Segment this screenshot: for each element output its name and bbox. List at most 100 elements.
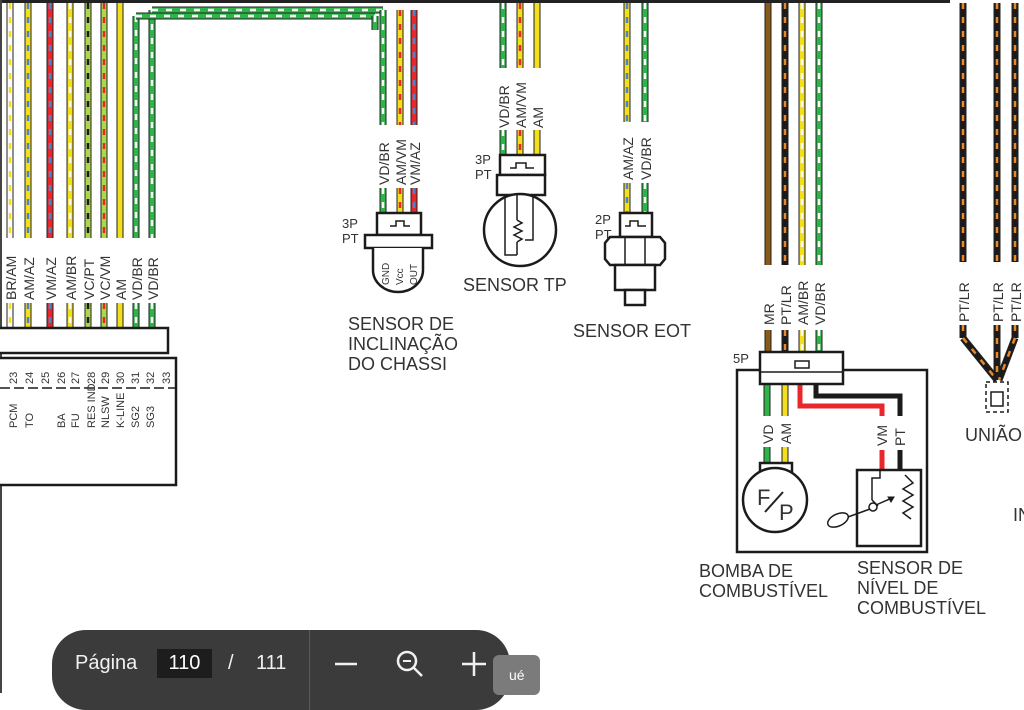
page-top-edge — [0, 0, 950, 3]
tilt-sensor-symbol — [363, 211, 434, 294]
ecm-wire-label: BR/AM — [3, 256, 19, 300]
fuel-level-title: NÍVEL DE — [857, 578, 938, 598]
inner-wire-label: VD — [760, 425, 776, 444]
connector-type: 5P — [733, 351, 749, 366]
fuel-level-title: SENSOR DE — [857, 558, 963, 578]
zoom-in-button[interactable] — [454, 644, 494, 684]
tp-sensor-wire-label: VD/BR — [496, 85, 512, 128]
eot-sensor-title: SENSOR EOT — [573, 321, 691, 341]
ecm-wire-label: VC/PT — [81, 258, 97, 300]
inner-wire-label: PT — [892, 428, 908, 446]
ecm-pin-name: NLSW — [100, 396, 112, 428]
fuel-pump-title: BOMBA DE — [699, 561, 793, 581]
tp-sensor-title: SENSOR TP — [463, 275, 567, 295]
tilt-sensor-wire-label: AM/VM — [393, 139, 409, 185]
ecm-wire-label: AM — [113, 279, 129, 300]
ecm-pin-name: TO — [24, 412, 36, 428]
ecm-pin-name: BA — [56, 413, 68, 428]
zoom-out-button[interactable] — [390, 644, 430, 684]
tilt-sensor-wire-label: VM/AZ — [407, 142, 423, 185]
cut-off-label: IN — [1013, 505, 1024, 525]
ecm-connector — [0, 326, 170, 355]
ecm-pin-number: 27 — [70, 372, 82, 384]
page-separator: / — [228, 652, 234, 674]
minus-icon — [335, 662, 357, 666]
joint-wire-stripe — [962, 337, 998, 381]
ecm-pin-name: RES IND — [86, 383, 98, 428]
tilt-terminal-label: GND — [381, 263, 392, 285]
connector-color: PT — [342, 231, 359, 246]
page-number-input[interactable]: 110 — [157, 649, 212, 678]
fuel-unit-wire-label: PT/LR — [778, 285, 794, 325]
fuel-unit-wire-label: AM/BR — [795, 281, 811, 325]
toolbar-divider — [309, 630, 310, 710]
pump-symbol-p: P — [779, 500, 794, 525]
joint-symbol — [985, 381, 1009, 413]
eot-sensor-wire-label: AM/AZ — [620, 137, 636, 180]
pump-symbol-f: F — [757, 485, 770, 510]
ecm-pin-number: 33 — [161, 372, 173, 384]
zoom-minus-button[interactable] — [326, 644, 366, 684]
ecm-pin-number: 28 — [86, 372, 98, 384]
pdf-page-toolbar: Página 110 / 111 — [52, 630, 510, 710]
tilt-sensor-title: SENSOR DE — [348, 314, 454, 334]
joint-wire-label: PT/LR — [956, 282, 972, 322]
tp-sensor-wire-label: AM — [530, 107, 546, 128]
ecm-wire-label: VD/BR — [129, 257, 145, 300]
connector-type: 2P — [595, 212, 611, 227]
inner-wire-label: AM — [778, 423, 794, 444]
ecm-wire-label: VM/AZ — [43, 257, 59, 300]
level-sensor-wire-black — [813, 384, 903, 470]
inner-wire-label: VM — [874, 425, 890, 446]
ecm-wire-label: VD/BR — [145, 257, 161, 300]
fuel-unit-wire-label: VD/BR — [812, 282, 828, 325]
tilt-sensor-title: INCLINAÇÃO — [348, 333, 458, 354]
tooltip-fragment: ué — [493, 655, 540, 695]
eot-sensor-wire-label: VD/BR — [638, 137, 654, 180]
joint-wire-label: PT/LR — [1008, 282, 1024, 322]
ecm-pin-block — [0, 356, 178, 487]
tp-sensor-wire-label: AM/VM — [513, 82, 529, 128]
ecm-pin-name: K-LINE — [115, 393, 127, 428]
tilt-terminal-label: OUT — [409, 264, 420, 285]
total-pages: 111 — [256, 652, 287, 674]
ecm-pin-number: 25 — [40, 372, 52, 384]
tilt-sensor-title: DO CHASSI — [348, 354, 447, 374]
plus-icon — [462, 652, 486, 676]
ecm-pin-name: SG2 — [130, 406, 142, 428]
pump-symbol-slash — [764, 491, 784, 513]
ecm-pin-name: SG3 — [145, 406, 157, 428]
tilt-sensor-wire-label: VD/BR — [376, 142, 392, 185]
ecm-wire-label: VC/VM — [97, 256, 113, 300]
ecm-pin-number: 30 — [115, 372, 127, 384]
level-sensor-wire-red — [797, 384, 885, 470]
ecm-pin-number: 31 — [130, 372, 142, 384]
connector-type: 3P — [342, 216, 358, 231]
connector-color: PT — [595, 227, 612, 242]
fuel-level-title: COMBUSTÍVEL — [857, 598, 986, 618]
ecm-pin-name: FU — [70, 413, 82, 428]
fuel-unit-wire-label: MR — [761, 303, 777, 325]
joint-title: UNIÃO — [965, 424, 1022, 445]
fuel-pump-title: COMBUSTÍVEL — [699, 581, 828, 601]
connector-color: PT — [475, 167, 492, 182]
wires-layer — [6, 3, 1019, 470]
connector-type: 3P — [475, 152, 491, 167]
ecm-pin-number: 23 — [8, 372, 20, 384]
tooltip-text: ué — [509, 667, 525, 683]
eot-sensor-symbol — [603, 211, 667, 307]
tilt-terminal-label: Vcc — [395, 268, 406, 285]
page-label: Página — [75, 652, 138, 674]
ecm-pin-number: 29 — [100, 372, 112, 384]
joint-wire — [996, 337, 1018, 381]
ecm-wire-label: AM/BR — [63, 256, 79, 300]
zoom-out-icon — [396, 650, 423, 677]
tp-sensor-symbol — [482, 153, 558, 268]
ecm-pin-number: 26 — [56, 372, 68, 384]
ecm-pin-name: PCM — [8, 404, 20, 428]
ecm-pin-number: 24 — [24, 372, 36, 384]
components-layer — [0, 153, 1009, 554]
ecm-pin-number: 32 — [145, 372, 157, 384]
